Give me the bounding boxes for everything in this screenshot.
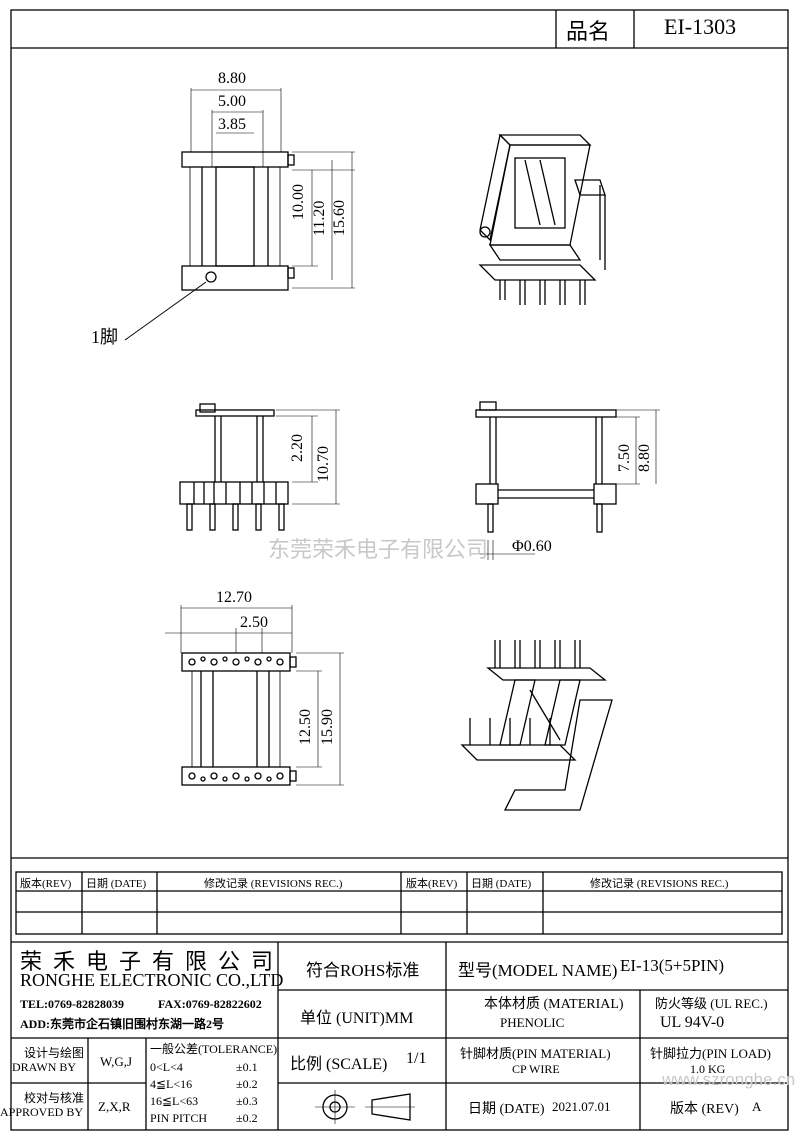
scale-label: 比例 (SCALE) [290,1056,388,1073]
dim-top-width-1: 8.80 [218,70,246,87]
drawn-by-label-cn: 设计与绘图 [24,1046,85,1060]
top-view [124,88,355,341]
material-value: PHENOLIC [500,1015,565,1030]
approved-by-value: Z,X,R [98,1099,131,1114]
pin-force-value: 1.0 KG [690,1062,726,1076]
drawn-by-value: W,G,J [100,1054,133,1069]
fire-rating-value: UL 94V-0 [660,1014,725,1031]
model-label: 型号(MODEL NAME) [458,961,618,980]
sheet-border [10,9,789,1131]
dim-top-height-2: 11.20 [311,200,328,236]
title-block-grid [11,941,788,1130]
company-name-cn: 荣 禾 电 子 有 限 公 司 [20,950,275,975]
isometric-view-bottom [460,640,613,811]
drawn-by-label-en: DRAWN BY [12,1060,77,1074]
date-value: 2021.07.01 [552,1099,611,1114]
company-watermark: 东莞荣禾电子有限公司 [268,538,489,563]
date-label: 日期 (DATE) [468,1102,545,1117]
tolerance-value-4: ±0.2 [236,1111,258,1125]
tolerance-range-1: 0<L<4 [150,1060,183,1074]
tolerance-title: 一般公差(TOLERANCE) [150,1042,278,1056]
dim-bottom-height-1: 12.50 [297,709,314,745]
company-name-en: RONGHE ELECTRONIC CO.,LTD [20,970,284,990]
approved-by-label-en: APPROVED BY [0,1105,84,1119]
tolerance-range-3: 16≦L<63 [150,1094,199,1108]
tolerance-range-4: PIN PITCH [150,1111,208,1125]
dim-bottom-width-1: 12.70 [216,589,252,606]
dim-top-width-2: 5.00 [218,93,246,110]
fire-rating-label: 防火等级 (UL REC.) [655,996,768,1011]
rev-header-rev-1: 版本(REV) [20,878,72,890]
rohs-compliance: 符合ROHS标准 [306,961,420,980]
dim-side-height-1: 7.50 [616,444,633,472]
pin-material-label: 针脚材质(PIN MATERIAL) [460,1046,611,1061]
site-watermark: www.szronghe.cn [662,1070,796,1089]
model-value: EI-13(5+5PIN) [620,956,725,975]
part-label: 品名 [566,19,611,44]
isometric-view-top [478,133,606,305]
dim-top-width-3: 3.85 [218,116,246,133]
tolerance-value-3: ±0.3 [236,1094,258,1108]
dim-side-height-2: 8.80 [636,444,653,472]
pin1-label: 1脚 [91,327,118,347]
rev-header-date-1: 日期 (DATE) [86,878,147,890]
revision-value: A [752,1099,762,1114]
pin-material-value: CP WIRE [512,1062,560,1076]
company-address: ADD:东莞市企石镇旧围村东湖一路2号 [20,1017,224,1031]
rev-header-rec-1: 修改记录 (REVISIONS REC.) [204,878,343,890]
dim-bottom-width-2: 2.50 [240,614,268,631]
rev-header-date-2: 日期 (DATE) [471,878,532,890]
material-label: 本体材质 (MATERIAL) [484,997,624,1012]
part-number: EI-1303 [664,14,737,39]
front-view [179,403,340,531]
tolerance-value-1: ±0.1 [236,1060,258,1074]
revision-label: 版本 (REV) [670,1102,739,1117]
side-view [475,401,660,560]
scale-value: 1/1 [406,1050,427,1067]
dim-top-height-3: 15.60 [331,200,348,236]
dim-pin-diameter: Φ0.60 [512,538,552,555]
bottom-view [165,605,344,786]
tolerance-range-2: 4≦L<16 [150,1077,193,1091]
dim-front-height-1: 2.20 [289,434,306,462]
pin-force-label: 针脚拉力(PIN LOAD) [650,1046,771,1061]
rev-header-rev-2: 版本(REV) [406,878,458,890]
revision-table-grid [11,857,788,935]
rev-header-rec-2: 修改记录 (REVISIONS REC.) [590,878,729,890]
approved-by-label-cn: 校对与核准 [24,1091,85,1105]
tolerance-value-2: ±0.2 [236,1077,258,1091]
company-tel: TEL:0769-82828039 [20,997,125,1011]
company-fax: FAX:0769-82822602 [158,997,262,1011]
dim-bottom-height-2: 15.90 [319,709,336,745]
dim-front-height-2: 10.70 [315,446,332,482]
unit-label: 单位 (UNIT)MM [300,1010,414,1027]
dim-top-height-1: 10.00 [290,184,307,220]
